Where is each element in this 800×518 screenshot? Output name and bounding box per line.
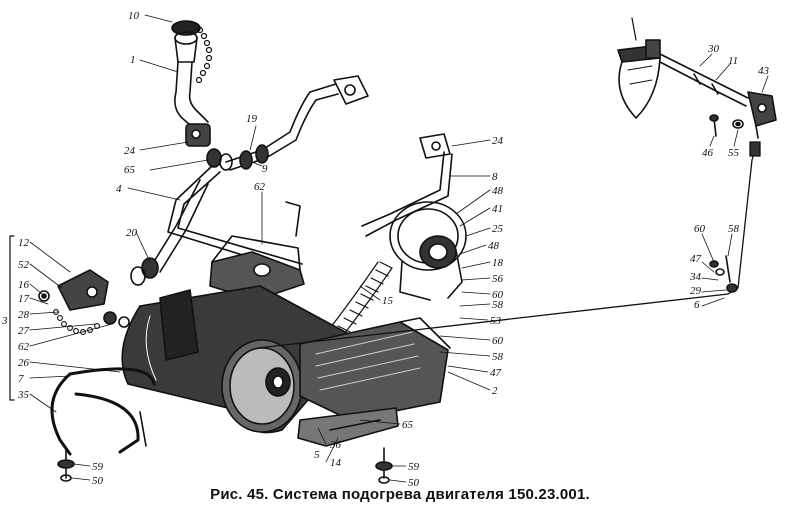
callout-labels: 10 1 24 65 4 19 9 62 24 8 48 41 25 48 18… [1,10,770,489]
callout-41: 41 [492,203,503,215]
callout-25: 25 [492,223,504,235]
callout-19: 19 [246,113,258,125]
filler-cap-10 [171,20,201,63]
hose-clamp-65 [206,148,233,171]
pipe-20 [130,179,209,286]
callout-27: 27 [18,325,30,337]
heat-exchanger-2 [299,317,451,421]
callout-10: 10 [128,10,140,22]
fuel-tube-30 [659,53,749,107]
support-bracket [297,407,399,447]
flange-19 [333,75,369,105]
callout-65: 65 [124,164,136,176]
callout-17: 17 [18,293,30,305]
callout-58: 58 [728,223,740,235]
callout-15: 15 [382,295,394,307]
screws-46-55 [709,114,744,137]
callout-60: 60 [694,223,706,235]
leader-lines [29,14,769,483]
callout-16: 16 [18,279,30,291]
callout-1: 1 [130,54,136,66]
callout-65: 65 [402,419,414,431]
figure-caption: Рис. 45. Система подогрева двигателя 150… [210,486,590,503]
callout-62: 62 [254,181,266,193]
callout-43: 43 [758,65,770,77]
callout-60: 60 [492,289,504,301]
callout-5: 5 [314,449,320,461]
callout-4: 4 [116,183,122,195]
callout-12: 12 [18,237,30,249]
blower-assembly [389,201,467,301]
callout-29: 29 [690,285,702,297]
callout-11: 11 [728,55,738,67]
callout-36: 36 [329,439,342,451]
callout-56: 56 [492,273,504,285]
fuel-filter [617,17,661,119]
callout-58: 58 [492,351,504,363]
bolt-50-left [57,411,147,482]
callout-50: 50 [408,477,420,489]
callout-2: 2 [492,385,498,397]
callout-35: 35 [17,389,30,401]
callout-24: 24 [492,135,504,147]
callout-7: 7 [18,373,24,385]
callout-52: 52 [18,259,30,271]
callout-55: 55 [728,147,740,159]
callout-53: 53 [490,315,502,327]
left-fittings [38,269,130,328]
clamp-strap-7 [50,367,156,456]
callout-46: 46 [702,147,714,159]
callout-47: 47 [490,367,502,379]
brace-3 [9,235,15,401]
filler-pipe-1 [174,61,211,147]
callout-62: 62 [18,341,30,353]
callout-3: 3 [1,315,8,327]
callout-26: 26 [18,357,30,369]
callout-8: 8 [492,171,498,183]
fuel-line-6 [257,141,761,349]
callout-20: 20 [126,227,138,239]
valve-43 [747,91,777,139]
callout-9: 9 [262,163,268,175]
callout-6: 6 [694,299,700,311]
callout-58: 58 [492,299,504,311]
callout-34: 34 [689,271,702,283]
bolt-50-right [375,447,393,484]
callout-30: 30 [707,43,720,55]
callout-50: 50 [92,475,104,487]
callout-59: 59 [408,461,420,473]
callout-14: 14 [330,457,342,469]
callout-48: 48 [492,185,504,197]
cap-chain [195,26,213,84]
callout-47: 47 [690,253,702,265]
left-chain [53,309,100,335]
pipe-9 [225,83,339,171]
callout-24: 24 [124,145,136,157]
callout-59: 59 [92,461,104,473]
callout-48: 48 [488,240,500,252]
pipe-8 [361,133,453,237]
callout-28: 28 [18,309,30,321]
callout-18: 18 [492,257,504,269]
callout-60: 60 [492,335,504,347]
right-fittings [709,255,738,293]
